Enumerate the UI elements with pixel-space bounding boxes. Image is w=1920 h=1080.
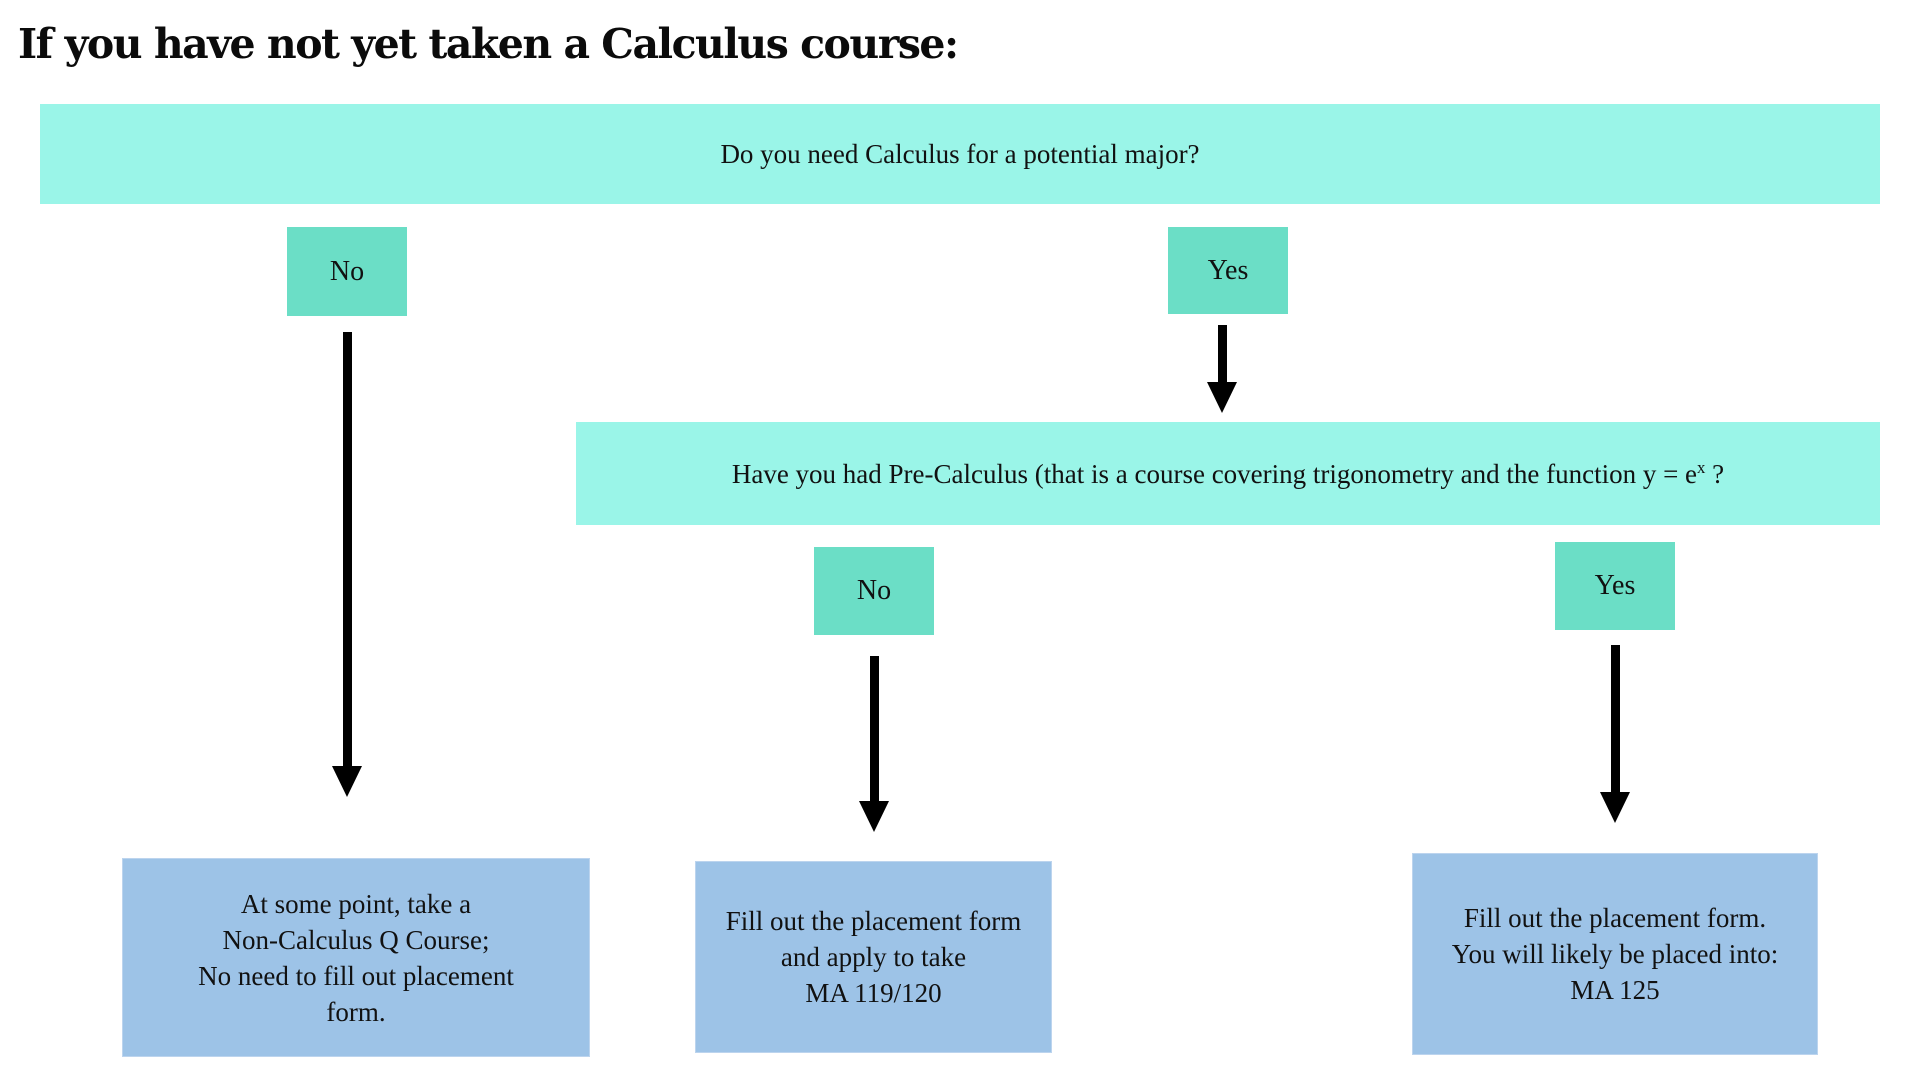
choice-yes-need-calculus-box: Yes: [1168, 227, 1288, 314]
arrow-no2-to-result-icon: [859, 656, 889, 832]
result-ma-119-120-text: Fill out the placement form and apply to…: [725, 906, 1022, 1008]
result-ma-125-box: Fill out the placement form. You will li…: [1412, 853, 1818, 1055]
arrow-no-to-result-icon: [332, 332, 362, 797]
choice-yes-precalculus-box: Yes: [1555, 542, 1675, 630]
choice-yes-precalculus-label: Yes: [1594, 570, 1636, 601]
choice-no-precalculus-box: No: [814, 547, 934, 635]
decision-need-calculus-box: Do you need Calculus for a potential maj…: [40, 104, 1880, 204]
result-non-calculus-q-course-box: At some point, take a Non-Calculus Q Cou…: [122, 858, 590, 1057]
arrow-head: [1207, 382, 1237, 413]
arrow-shaft: [869, 656, 879, 801]
arrow-shaft: [1610, 645, 1620, 792]
choice-no-precalculus-label: No: [856, 575, 892, 606]
result-ma-119-120-box: Fill out the placement form and apply to…: [695, 861, 1052, 1053]
page-title: If you have not yet taken a Calculus cou…: [18, 20, 959, 68]
arrow-head: [1600, 792, 1630, 823]
arrow-shaft: [342, 332, 352, 766]
result-ma-125-text: Fill out the placement form. You will li…: [1451, 903, 1779, 1005]
choice-yes-need-calculus-label: Yes: [1207, 254, 1249, 286]
arrow-head: [332, 766, 362, 797]
arrow-yes-to-decision2-icon: [1207, 325, 1237, 413]
arrow-yes2-to-result-icon: [1600, 645, 1630, 823]
exponent-x: x: [1697, 457, 1706, 477]
arrow-head: [859, 801, 889, 832]
choice-no-need-calculus-box: No: [287, 227, 407, 316]
arrow-shaft: [1217, 325, 1227, 382]
choice-no-need-calculus-label: No: [329, 255, 365, 287]
decision-had-precalculus-label: Have you had Pre-Calculus (that is a cou…: [731, 457, 1725, 489]
decision-had-precalculus-box: Have you had Pre-Calculus (that is a cou…: [576, 422, 1880, 525]
decision-need-calculus-label: Do you need Calculus for a potential maj…: [720, 139, 1200, 169]
result-non-calculus-q-course-text: At some point, take a Non-Calculus Q Cou…: [198, 888, 514, 1027]
